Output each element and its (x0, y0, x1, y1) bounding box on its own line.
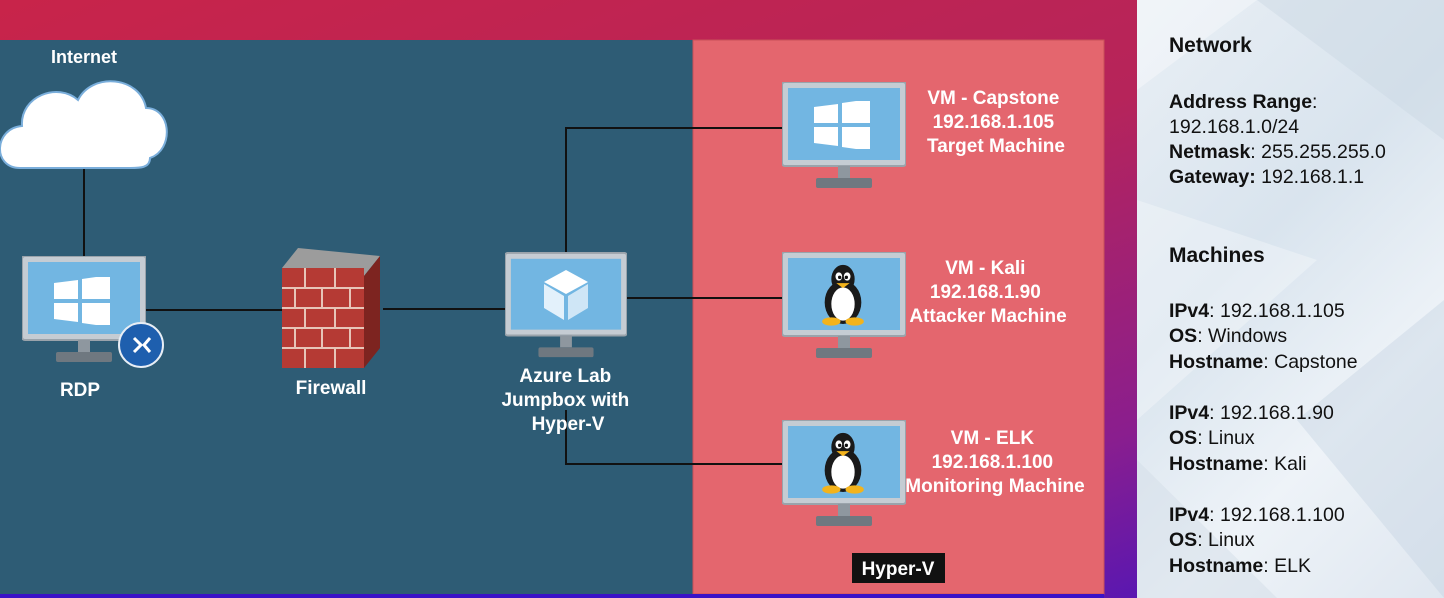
address-range-row: Address Range: (1169, 91, 1318, 113)
hyperv-zone-tag: Hyper-V (852, 553, 945, 583)
netmask-row: Netmask: 255.255.255.0 (1169, 141, 1386, 163)
network-info-panel: Network Address Range: 192.168.1.0/24 Ne… (1137, 0, 1444, 598)
internet-label: Internet (51, 47, 117, 67)
vm-kali-node: VM - Kali 192.168.1.90 Attacker Machine (782, 252, 1067, 359)
machine-1-ipv4: IPv4: 192.168.1.105 (1169, 300, 1345, 322)
internet-node: Internet (0, 47, 168, 169)
firewall-icon (282, 248, 380, 368)
panel-background (1137, 0, 1444, 598)
vm-elk-label: VM - ELK 192.168.1.100 Monitoring Machin… (905, 428, 1084, 497)
gateway-row: Gateway: 192.168.1.1 (1169, 166, 1365, 188)
machine-3-hostname: Hostname: ELK (1169, 555, 1311, 577)
firewall-label: Firewall (296, 378, 367, 399)
vm-capstone-node: VM - Capstone 192.168.1.105 Target Machi… (782, 82, 1065, 189)
machine-2-hostname: Hostname: Kali (1169, 453, 1307, 475)
address-range-value: 192.168.1.0/24 (1169, 116, 1300, 138)
vm-capstone-label: VM - Capstone 192.168.1.105 Target Machi… (927, 88, 1065, 157)
jumpbox-node: Azure Lab Jumpbox with Hyper-V (501, 252, 634, 435)
vm-elk-node: VM - ELK 192.168.1.100 Monitoring Machin… (782, 420, 1085, 527)
rdp-label: RDP (60, 380, 100, 401)
machine-2-os: OS: Linux (1169, 427, 1255, 449)
hyperv-zone-label: Hyper-V (862, 559, 935, 580)
machines-heading: Machines (1169, 244, 1265, 267)
machine-3-ipv4: IPv4: 192.168.1.100 (1169, 504, 1345, 526)
machine-3-os: OS: Linux (1169, 529, 1255, 551)
machine-1-hostname: Hostname: Capstone (1169, 351, 1358, 373)
vm-kali-label: VM - Kali 192.168.1.90 Attacker Machine (909, 258, 1066, 327)
firewall-node: Firewall (282, 248, 380, 399)
machine-1-os: OS: Windows (1169, 325, 1288, 347)
network-heading: Network (1169, 34, 1252, 57)
remote-desktop-icon (118, 322, 164, 368)
cloud-icon (0, 80, 168, 169)
connection-lines (83, 127, 782, 465)
machine-2-ipv4: IPv4: 192.168.1.90 (1169, 402, 1334, 424)
rdp-node: RDP (22, 256, 164, 401)
azure-cube-icon (544, 270, 588, 320)
jumpbox-label: Azure Lab Jumpbox with Hyper-V (501, 366, 634, 435)
